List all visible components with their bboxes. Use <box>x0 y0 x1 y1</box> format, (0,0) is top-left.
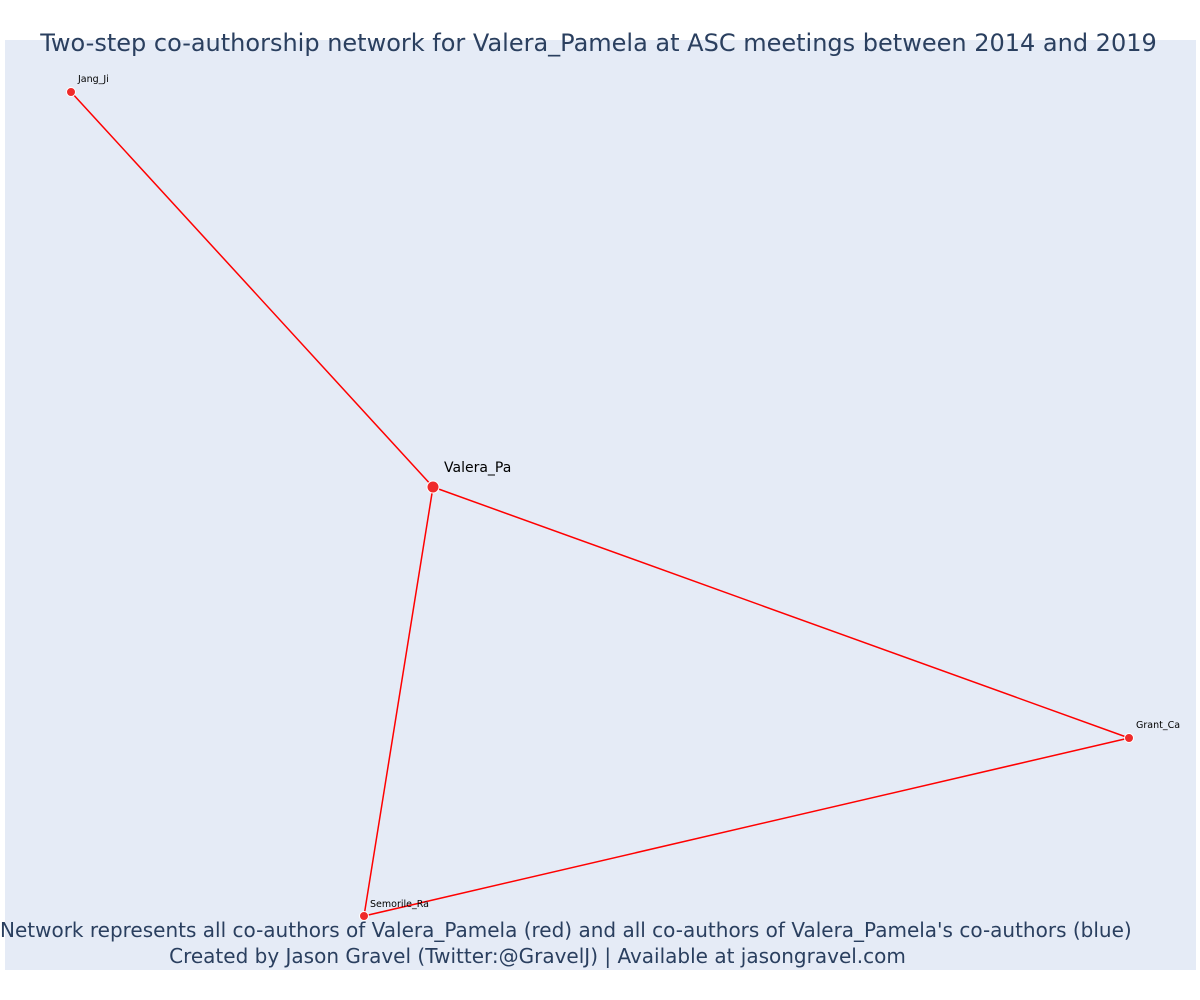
edge-valera-grant <box>432 486 1130 739</box>
plot-area <box>5 40 1196 970</box>
edge-grant-semorile <box>363 737 1130 917</box>
node-label-semorile: Semorile_Ra <box>370 899 429 910</box>
node-valera[interactable] <box>426 480 440 494</box>
node-jang[interactable] <box>66 87 76 97</box>
figure-title: Two-step co-authorship network for Valer… <box>40 29 1157 57</box>
node-grant[interactable] <box>1124 733 1134 743</box>
edge-valera-jang <box>70 91 434 488</box>
caption-credit: Created by Jason Gravel (Twitter:@Gravel… <box>169 944 906 968</box>
node-label-grant: Grant_Ca <box>1136 720 1180 731</box>
node-label-jang: Jang_Ji <box>77 74 109 85</box>
nodes-layer <box>66 87 1134 921</box>
node-semorile[interactable] <box>359 911 369 921</box>
caption-legend-note: Network represents all co-authors of Val… <box>0 918 1132 942</box>
node-label-valera: Valera_Pa <box>444 460 511 476</box>
edge-valera-semorile <box>363 486 434 917</box>
edges-layer <box>70 91 1130 917</box>
